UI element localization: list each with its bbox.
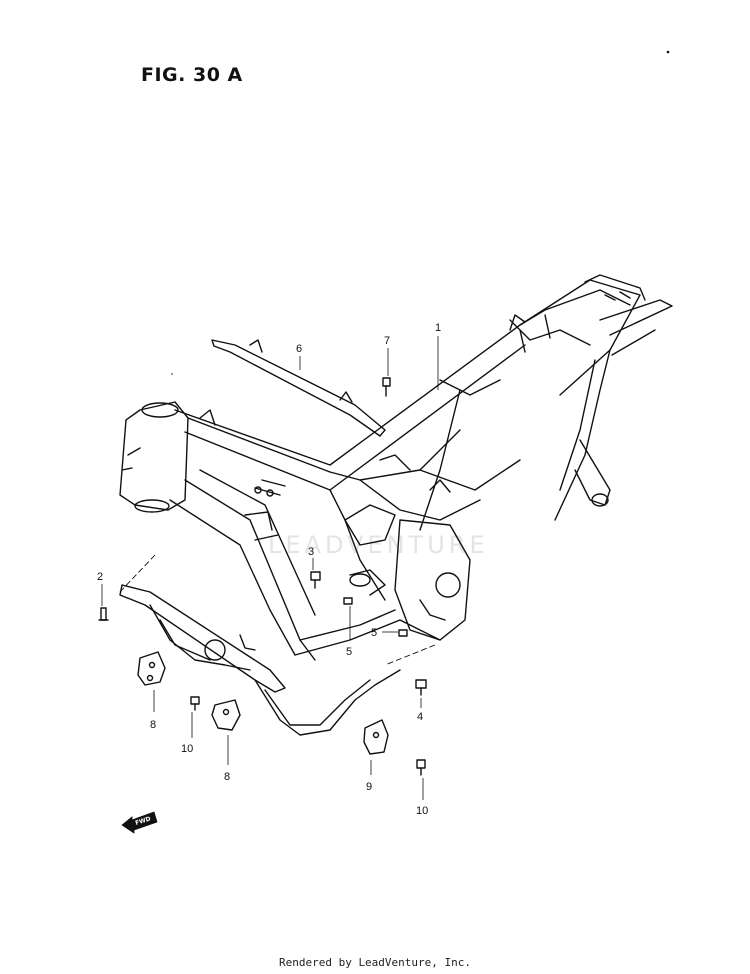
callout-1: 1 (435, 322, 441, 334)
main-frame (119, 274, 673, 661)
speck (666, 50, 670, 54)
bolt-10-left (190, 696, 200, 711)
bolt-7 (382, 377, 391, 397)
callout-10-right: 10 (416, 805, 428, 817)
callout-9: 9 (366, 781, 372, 793)
speck (171, 373, 173, 375)
callout-6: 6 (296, 343, 302, 355)
plate-hole (372, 731, 380, 739)
bolt-3 (310, 571, 321, 589)
mount-plate-right (363, 719, 389, 755)
callout-2: 2 (97, 571, 103, 583)
top-bracket (211, 339, 386, 437)
callout-4: 4 (417, 711, 423, 723)
bolt-4 (415, 679, 427, 696)
callout-8-left: 8 (150, 719, 156, 731)
mount-plate-left (137, 651, 166, 686)
footer-credit: Rendered by LeadVenture, Inc. (278, 956, 472, 969)
mount-plate-center (211, 699, 241, 731)
plate-hole (148, 661, 156, 669)
callout-7: 7 (384, 335, 390, 347)
watermark: LEADVENTURE (268, 531, 489, 559)
callout-5-right: 5 (371, 627, 377, 639)
callout-3: 3 (308, 546, 314, 558)
callout-10-left: 10 (181, 743, 193, 755)
figure-title: FIG. 30 A (141, 64, 243, 86)
assembly-line (384, 644, 436, 666)
lower-cradle (119, 584, 401, 736)
fwd-arrow-icon: FWD (121, 811, 158, 834)
callout-8-center: 8 (224, 771, 230, 783)
nut-5-right (398, 629, 408, 637)
bolt-10-right (416, 759, 426, 776)
bolt-2 (98, 607, 109, 621)
plate-hole (222, 708, 230, 716)
nut-5-left (343, 597, 353, 605)
plate-hole (146, 674, 154, 682)
callout-5-left: 5 (346, 646, 352, 658)
fwd-label: FWD (134, 815, 151, 827)
